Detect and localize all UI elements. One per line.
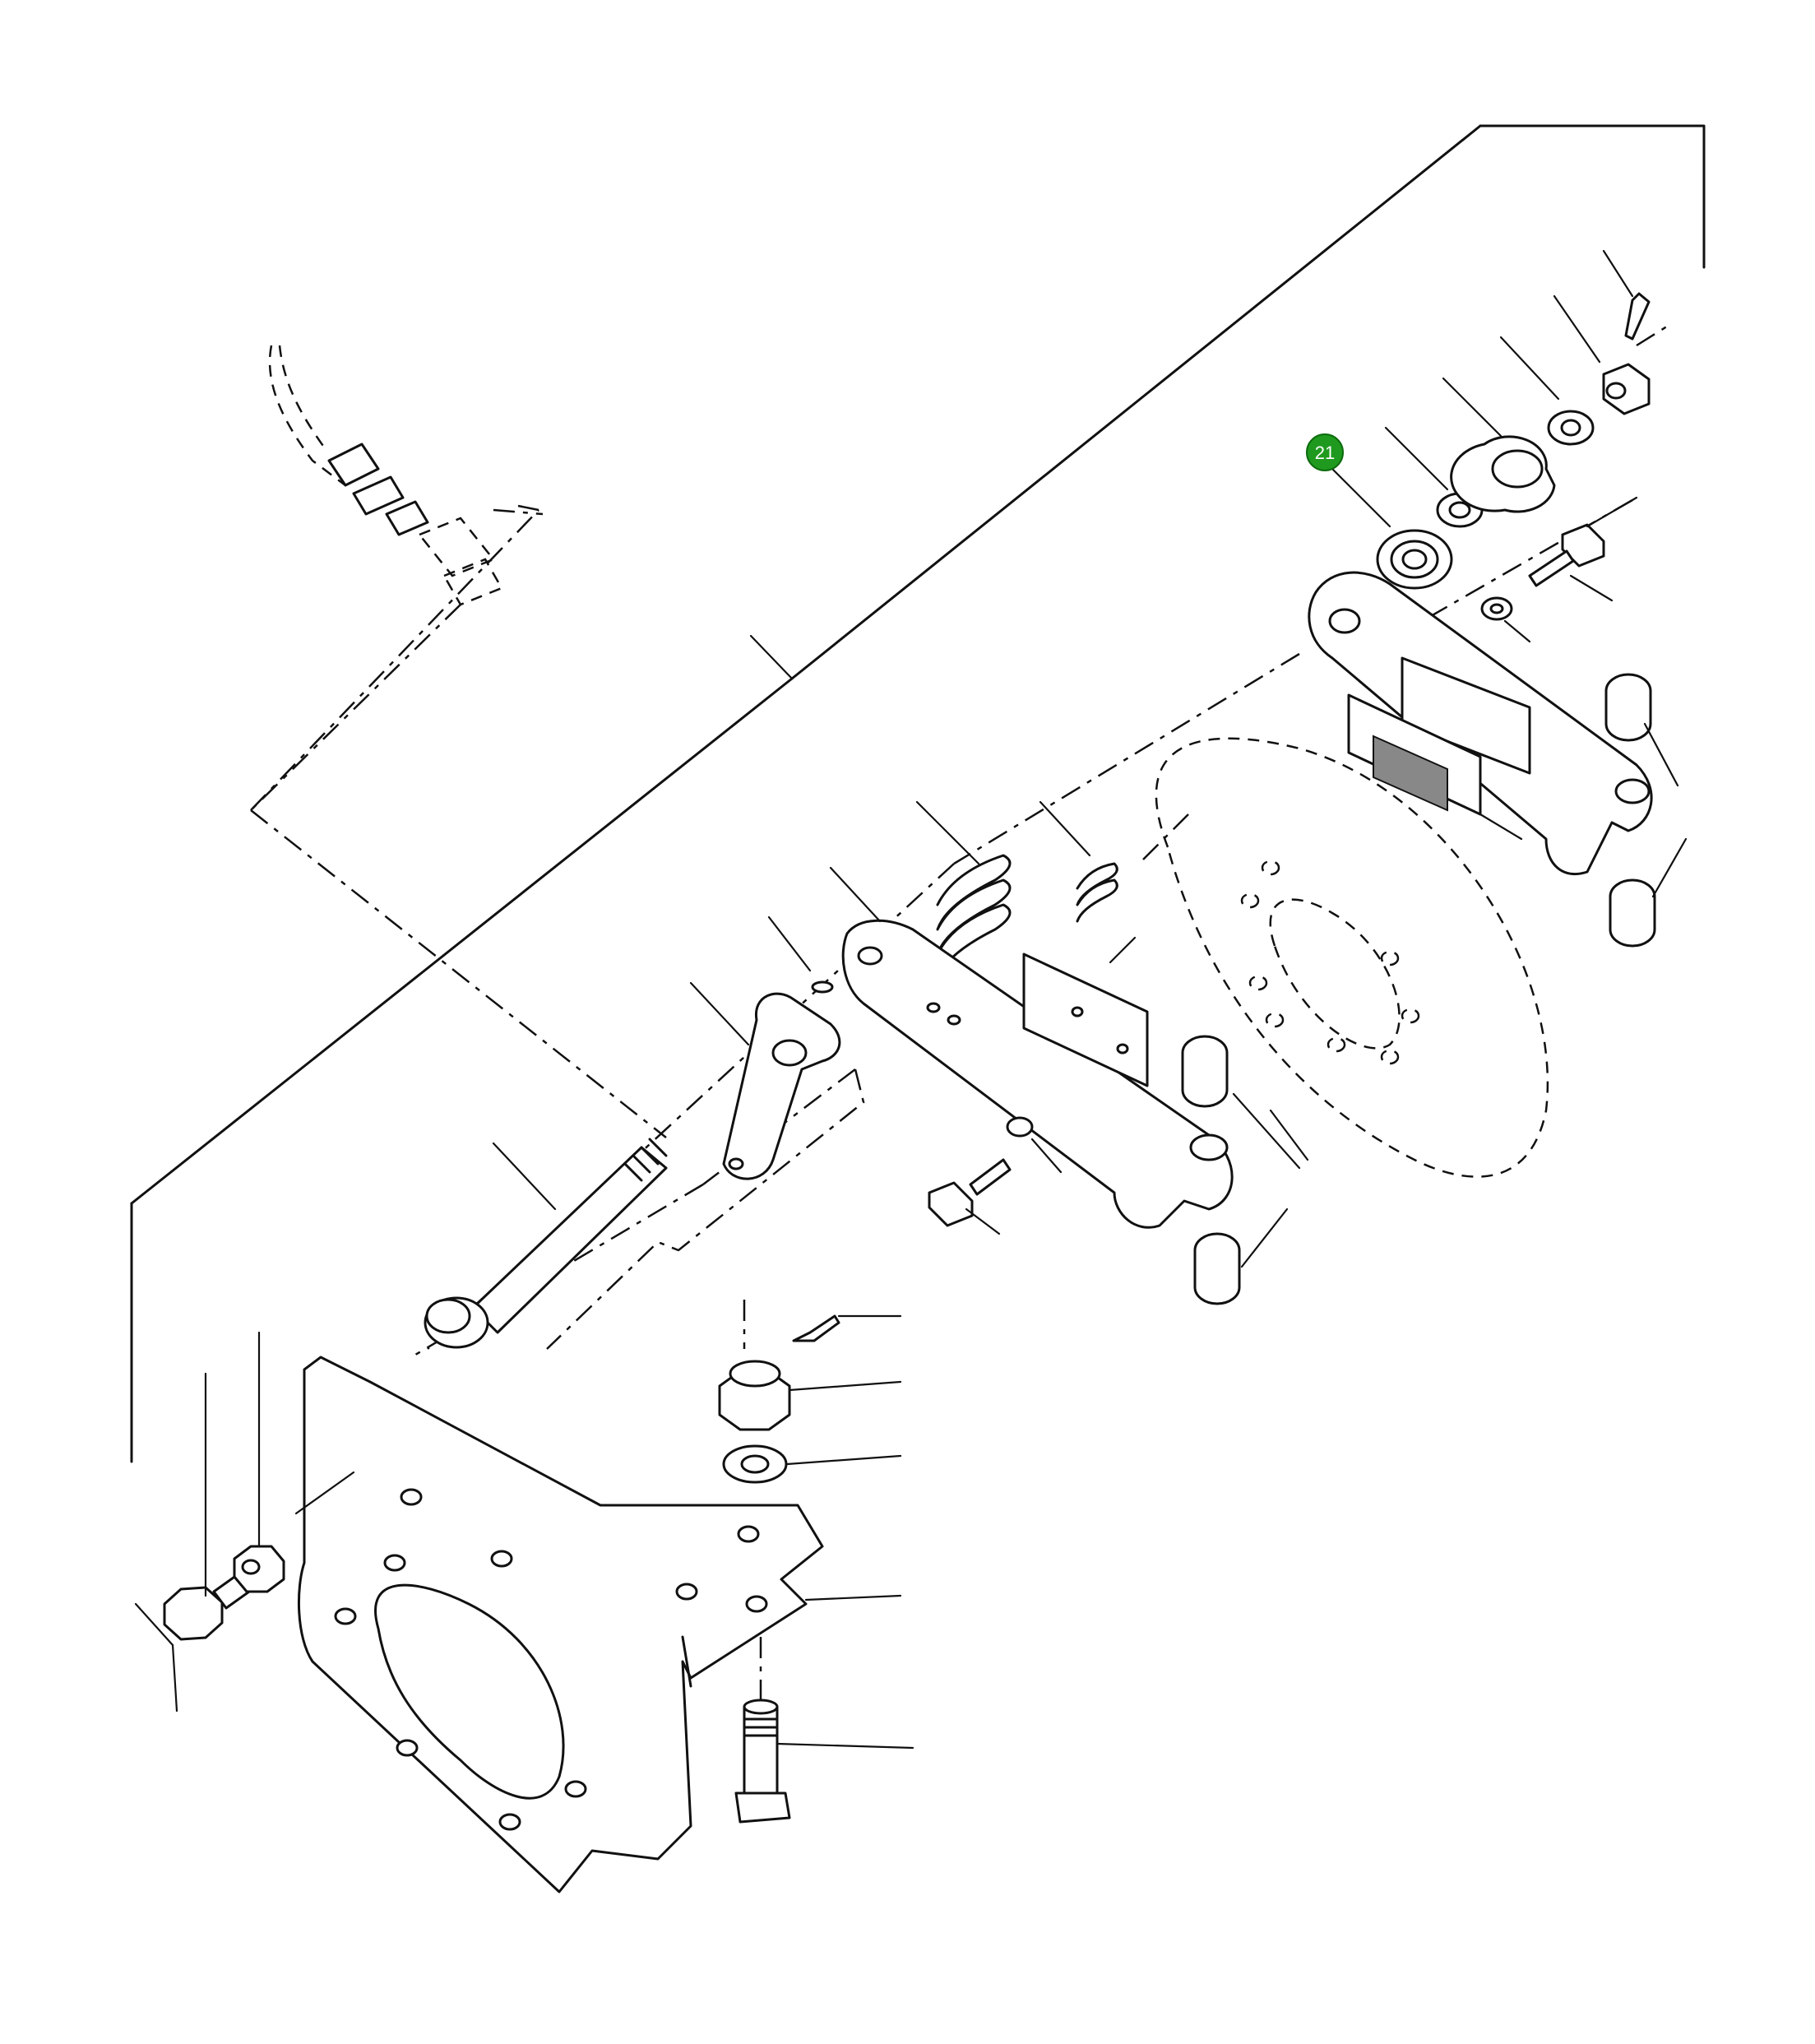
springs (915, 800, 1118, 980)
brake-disc (1155, 737, 1549, 1178)
mounting-bracket (297, 1356, 824, 1893)
hidden-link (546, 1068, 865, 1350)
lever-assembly (689, 915, 841, 1180)
callout-21[interactable]: 21 (1306, 433, 1344, 471)
long-bolt (424, 1138, 668, 1349)
left-bolt-nut (134, 1331, 355, 1713)
callout-21-marker[interactable] (1306, 433, 1344, 471)
assembly-frame-outline (130, 124, 1706, 1463)
upper-bushings (1604, 673, 1688, 948)
callout-21-label: 21 (1315, 443, 1335, 463)
lower-bushings (1181, 1035, 1301, 1305)
inner-brake-pad (1022, 936, 1149, 1087)
upper-bolt-washer (1480, 496, 1638, 643)
castle-nut-assembly (718, 1314, 914, 1824)
caliper-upper-arm (1308, 571, 1653, 876)
caliper-lower-arm (829, 866, 1234, 1229)
outer-brake-pad (1347, 693, 1523, 841)
bearing-stack (1331, 249, 1651, 590)
hydraulic-hose (250, 345, 503, 811)
center-screw-washer (928, 1116, 1063, 1235)
